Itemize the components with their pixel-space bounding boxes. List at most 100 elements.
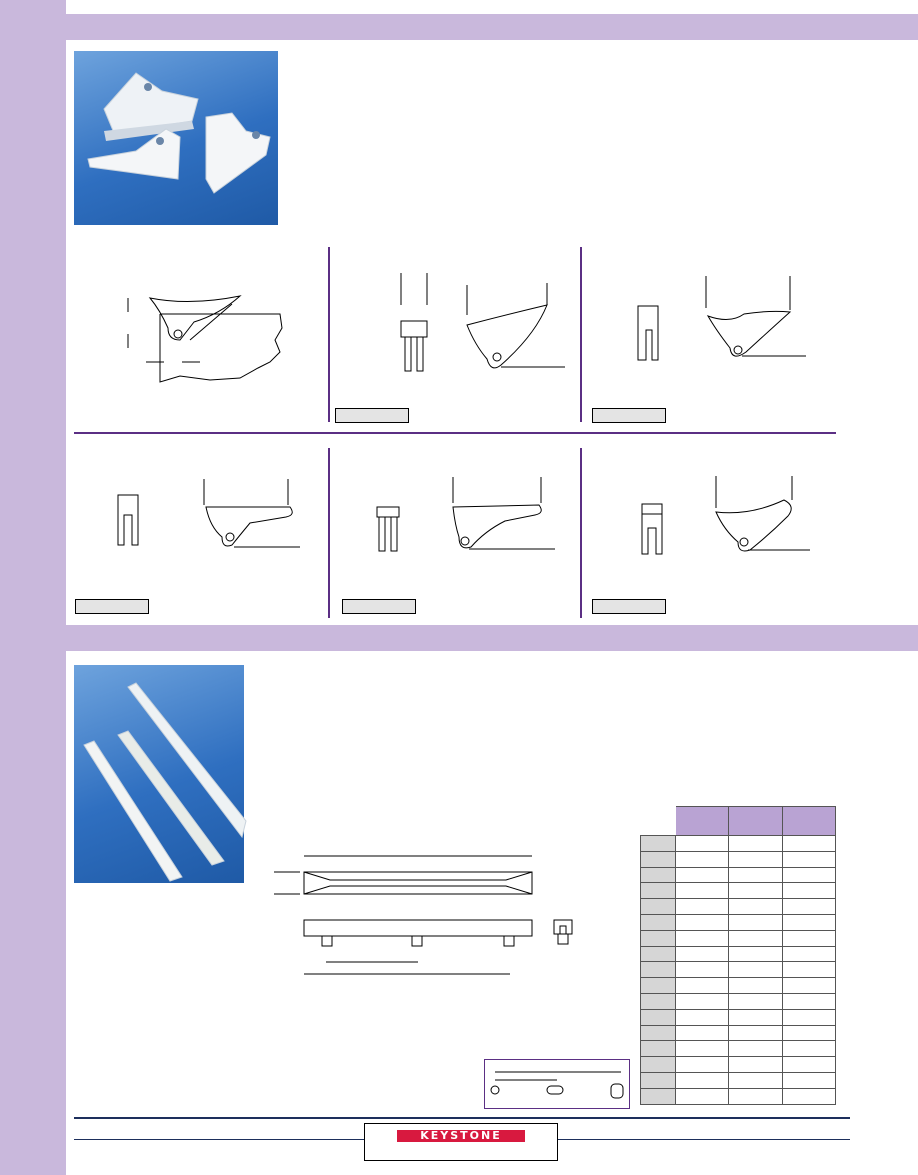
figure-divider-v1 [328, 247, 330, 422]
table-header-row [639, 806, 837, 836]
table-row [639, 961, 837, 979]
table-cell [781, 913, 837, 931]
table-cell [781, 1056, 837, 1073]
table-cell [781, 835, 837, 852]
table-row-label-cell [639, 835, 677, 852]
table-row [639, 835, 837, 852]
card-guide-rails-photo [74, 665, 247, 883]
table-cell [781, 866, 837, 884]
table-cell [781, 929, 837, 947]
section-header-band-top [66, 14, 918, 40]
table-cell [781, 945, 837, 963]
figure-label-box-2 [592, 408, 666, 423]
figure-divider-v4 [580, 448, 582, 618]
table-cell [728, 850, 783, 868]
table-row [639, 929, 837, 947]
table-cell [675, 1087, 730, 1105]
table-cell [728, 977, 783, 994]
figure-divider-v3 [328, 448, 330, 618]
table-cell [728, 898, 783, 915]
table-body [639, 835, 837, 1105]
table-cell [675, 898, 730, 915]
table-row-label-cell [639, 1087, 677, 1105]
table-cell [675, 929, 730, 947]
table-cell [781, 1024, 837, 1042]
table-cell [781, 850, 837, 868]
table-cell [728, 1008, 783, 1026]
table-cell [675, 882, 730, 900]
table-row-label-cell [639, 913, 677, 931]
table-cell [675, 866, 730, 884]
table-cell [728, 835, 783, 852]
table-row-label-cell [639, 1040, 677, 1058]
keystone-logo-box: KEYSTONE [364, 1123, 558, 1161]
table-cell [781, 961, 837, 979]
table-cell [781, 898, 837, 915]
keystone-logo-text: KEYSTONE [420, 1129, 502, 1142]
table-cell [675, 945, 730, 963]
figure-label-box-1 [335, 408, 409, 423]
table-row [639, 977, 837, 994]
figure-divider-v2 [580, 247, 582, 422]
table-row-label-cell [639, 977, 677, 994]
table-row [639, 1008, 837, 1026]
card-guide-rail-drawing [274, 855, 573, 975]
table-row [639, 1056, 837, 1073]
table-cell [781, 1040, 837, 1058]
table-cell [728, 1071, 783, 1089]
table-row-label-cell [639, 850, 677, 868]
table-cell [675, 992, 730, 1010]
table-row [639, 1040, 837, 1058]
table-row-label-cell [639, 898, 677, 915]
table-row [639, 992, 837, 1010]
table-header-cell [728, 806, 783, 836]
table-cell [781, 992, 837, 1010]
table-row-label-cell [639, 1008, 677, 1026]
table-row-label-cell [639, 1056, 677, 1073]
table-header-cell [675, 806, 730, 836]
table-cell [728, 1056, 783, 1073]
table-row [639, 882, 837, 900]
mounting-detail-drawing [490, 1071, 624, 1099]
table-cell [675, 1008, 730, 1026]
table-row-label-cell [639, 1024, 677, 1042]
table-cell [675, 961, 730, 979]
table-row [639, 1024, 837, 1042]
table-cell [781, 882, 837, 900]
table-cell [675, 1056, 730, 1073]
table-row [639, 1071, 837, 1089]
table-cell [728, 913, 783, 931]
table-cell [675, 835, 730, 852]
table-corner [639, 806, 677, 836]
table-cell [781, 1071, 837, 1089]
figure-label-box-5 [592, 599, 666, 614]
table-cell [675, 1040, 730, 1058]
table-cell [728, 882, 783, 900]
table-row-label-cell [639, 961, 677, 979]
table-cell [728, 929, 783, 947]
table-cell [675, 1024, 730, 1042]
keystone-logo: KEYSTONE [397, 1130, 525, 1142]
table-row [639, 913, 837, 931]
table-cell [728, 1024, 783, 1042]
table-row [639, 850, 837, 868]
table-cell [728, 945, 783, 963]
table-cell [675, 850, 730, 868]
table-cell [675, 977, 730, 994]
table-row-label-cell [639, 882, 677, 900]
figure-label-box-3 [75, 599, 149, 614]
table-cell [781, 977, 837, 994]
figure-label-box-4 [342, 599, 416, 614]
clip-mounted-drawing [127, 295, 283, 383]
table-cell [728, 961, 783, 979]
table-cell [728, 992, 783, 1010]
table-row-label-cell [639, 945, 677, 963]
mounting-detail-inset [484, 1059, 630, 1109]
table-row [639, 866, 837, 884]
table-cell [728, 1087, 783, 1105]
rails-illustration [83, 682, 247, 882]
table-row [639, 898, 837, 915]
table-cell [675, 1071, 730, 1089]
clip-two-pin-drawing [400, 273, 565, 372]
table-row [639, 945, 837, 963]
